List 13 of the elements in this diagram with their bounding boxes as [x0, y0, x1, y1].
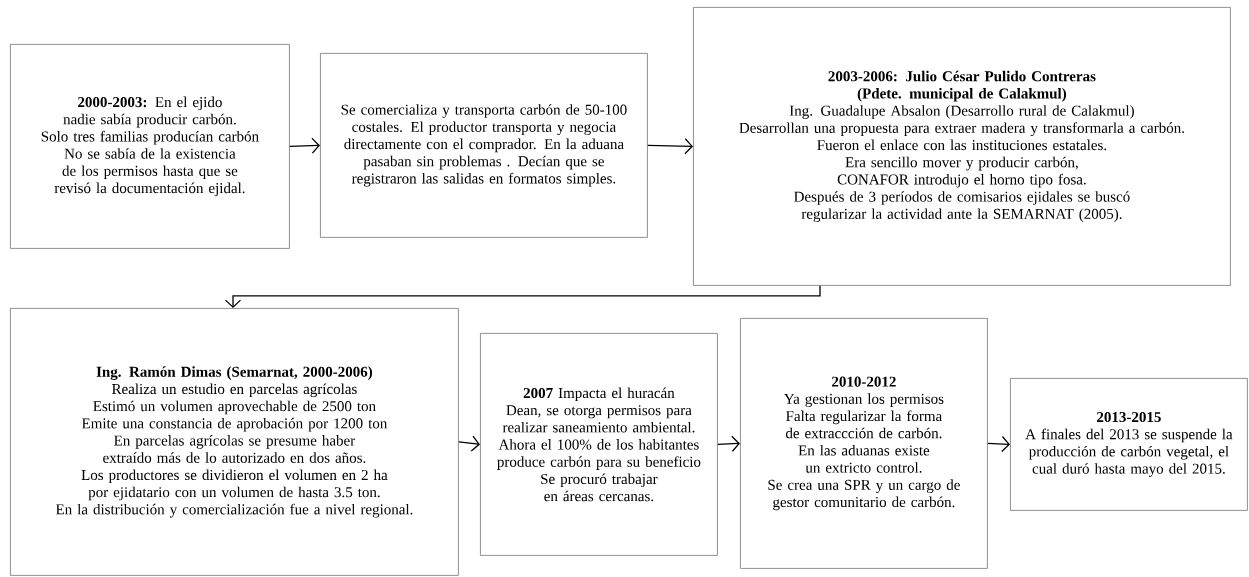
event-box: 2000-2003: En el ejido nadie sabía producir carbón. Solo tres familias producían carbón No se sabía de la existencia de los permisos hasta que se revisó la documentación ejidal. [10, 44, 290, 249]
arrow [224, 285, 821, 308]
event-box: 2007 Impacta el huracán Dean, se otorga permisos para realizar saneamiento ambiental. Ahora el 100% de los habitantes produce carbón para su beneficio Se procuró trabajar en áreas cercanas. [480, 333, 718, 556]
arrow [289, 137, 320, 154]
event-box: Ing. Ramón Dimas (Semarnat, 2000-2006) Realiza un estudio en parcelas agrícolas Estimó un volumen aprovechable de 2500 ton Emite una constancia de aprobación por 1200 ton En parcelas agrícolas se presume haber extraído más de lo autorizado en dos años. Los productores se dividieron el volumen en 2 ha por ejidatario con un volumen de hasta 3.5 ton. En la distribución y comercialización fue a nivel regional. [10, 308, 459, 576]
event-box: 2013-2015 A finales del 2013 se suspende la producción de carbón vegetal, el cual duró hasta mayo del 2015. [1010, 378, 1248, 511]
arrow [987, 435, 1010, 453]
arrow [647, 138, 693, 155]
arrow [458, 435, 480, 452]
arrow [717, 435, 740, 452]
event-box: 2003-2006: Julio César Pulido Contreras (Pdete. municipal de Calakmul) Ing. Guadalupe Absalon (Desarrollo rural de Calakmul) Desarrollan una propuesta para extraer madera y transformarla a carbón. Fueron el enlace con las instituciones estatales. Era sencillo mover y producir carbón, CONAFOR introdujo el horno tipo fosa. Después de 3 períodos de comisarios ejidales se buscó regularizar la actividad ante la SEMARNAT (2005). [693, 7, 1231, 286]
event-box: Se comercializa y transporta carbón de 50-100 costales. El productor transporta y negocia directamente con el comprador. En la aduana pasaban sin problemas . Decían que se registraron las salidas en formatos simples. [320, 53, 648, 238]
event-box: 2010-2012 Ya gestionan los permisos Falta regularizar la forma de extraccción de carbón. En las aduanas existe un extricto control. Se crea una SPR y un cargo de gestor comunitario de carbón. [740, 318, 988, 569]
